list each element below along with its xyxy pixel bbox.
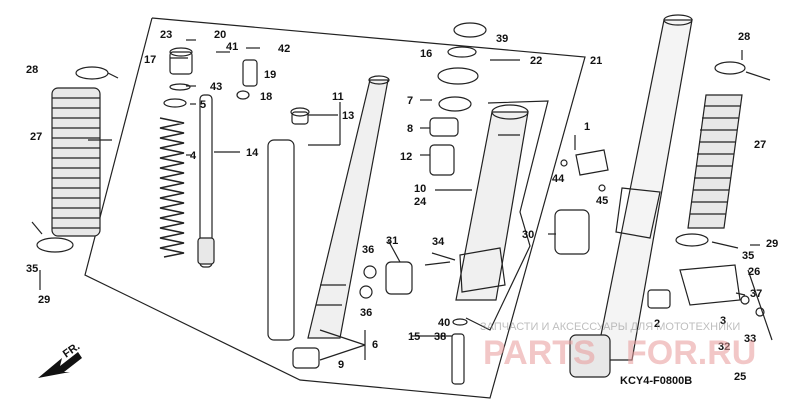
part-label-28-left: 28 [26, 64, 38, 76]
part-label-43: 43 [210, 81, 222, 93]
part-label-11: 11 [332, 91, 344, 103]
boot-clamp-lower-left [36, 237, 74, 253]
part-label-16: 16 [420, 48, 432, 60]
fork-boot-left [51, 87, 101, 237]
part-label-37: 37 [750, 288, 762, 300]
part-label-35-left: 35 [26, 263, 38, 275]
part-label-20: 20 [214, 29, 226, 41]
part-label-12: 12 [400, 151, 412, 163]
part-label-19: 19 [264, 69, 276, 81]
watermark-caption: ЗАПЧАСТИ И АКСЕССУАРЫ ДЛЯ МОТОТЕХНИКИ [480, 321, 740, 333]
part-label-35-right: 35 [742, 250, 754, 262]
part-label-18: 18 [260, 91, 272, 103]
part-label-36-lower: 36 [360, 307, 372, 319]
part-label-25: 25 [734, 371, 746, 383]
nut-36 [363, 265, 377, 279]
nut-36b [359, 285, 373, 299]
part-label-17: 17 [144, 54, 156, 66]
cartridge [267, 139, 295, 341]
lock-washer [447, 46, 477, 58]
part-label-8: 8 [407, 123, 413, 135]
part-label-4: 4 [190, 150, 197, 162]
fork-cap [169, 51, 193, 75]
outer-tube [307, 79, 389, 339]
boot-clamp-upper-right [714, 61, 746, 75]
part-label-2: 2 [654, 318, 660, 330]
rebound-adjuster [242, 59, 258, 87]
part-label-38: 38 [434, 331, 446, 343]
part-label-41: 41 [226, 41, 238, 53]
part-label-29-left: 29 [38, 294, 50, 306]
part-label-32: 32 [718, 341, 730, 353]
boot-clamp-upper-left [75, 66, 109, 80]
part-label-28-right: 28 [738, 31, 750, 43]
part-label-29-right: 29 [766, 238, 778, 250]
part-label-23: 23 [160, 29, 172, 41]
part-label-3: 3 [720, 315, 726, 327]
part-label-24: 24 [414, 196, 427, 208]
slider-bushing [292, 347, 320, 369]
part-label-6: 6 [372, 339, 378, 351]
part-label-5: 5 [200, 99, 206, 111]
part-label-30: 30 [522, 229, 534, 241]
front-direction-arrow: FR. [38, 340, 82, 378]
part-label-22: 22 [530, 55, 542, 67]
part-label-36-upper: 36 [362, 244, 374, 256]
bleed-valve [451, 333, 465, 385]
part-label-40: 40 [438, 317, 450, 329]
axle-holder [385, 261, 413, 295]
spring-seat [163, 98, 187, 108]
fork-spring [159, 117, 185, 258]
part-label-21: 21 [590, 55, 602, 67]
stem-outline [465, 100, 549, 331]
part-label-26: 26 [748, 266, 760, 278]
axle-bracket [569, 334, 611, 378]
bearing-upper [437, 67, 479, 85]
part-label-15: 15 [408, 331, 420, 343]
part-label-27-right: 27 [754, 139, 766, 151]
diagram-code: KCY4-F0800B [620, 375, 692, 387]
part-label-34: 34 [432, 236, 445, 248]
clamp-1 [575, 149, 609, 176]
part-label-39: 39 [496, 33, 508, 45]
watermark-brand-right: FOR.RU [626, 334, 756, 372]
part-label-44: 44 [552, 173, 565, 185]
watermark-brand-left: PARTS [483, 334, 596, 372]
part-label-33: 33 [744, 333, 756, 345]
part-label-27-left: 27 [30, 131, 42, 143]
fork-boot-right [687, 94, 743, 229]
watermark: ЗАПЧАСТИ И АКСЕССУАРЫ ДЛЯ МОТОТЕХНИКИ PA… [480, 321, 756, 372]
part-label-9: 9 [338, 359, 344, 371]
part-label-14: 14 [246, 147, 259, 159]
dust-seal [438, 96, 472, 112]
o-ring-43 [169, 83, 191, 91]
part-label-42: 42 [278, 43, 290, 55]
guard-30 [554, 209, 590, 255]
bushing-12 [429, 144, 455, 176]
damper-rod [199, 94, 213, 268]
part-label-13: 13 [342, 110, 354, 122]
boot-clamp-lower-right [675, 233, 709, 247]
part-label-45: 45 [596, 195, 608, 207]
bushing-13 [291, 111, 309, 125]
part-label-31: 31 [386, 235, 398, 247]
part-label-1: 1 [584, 121, 590, 133]
part-label-10: 10 [414, 183, 426, 195]
part-label-7: 7 [407, 95, 413, 107]
seal-8 [429, 117, 459, 137]
stem-nut [453, 22, 487, 38]
caliper-mount [679, 264, 741, 306]
